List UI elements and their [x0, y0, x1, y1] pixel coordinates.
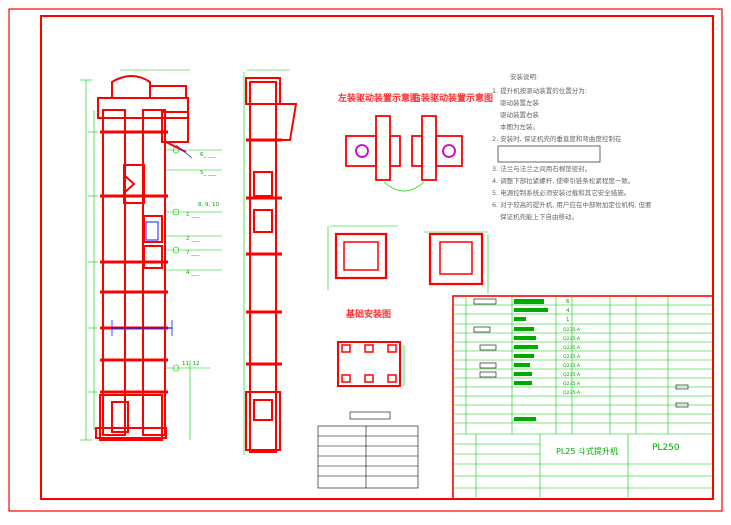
note-line-3: 驱动装置右装	[500, 110, 540, 119]
note-line-5: 2. 安装时, 保证机壳的垂直度和弯曲度控制在	[492, 134, 622, 143]
installation-notes: 安装说明: 1. 提升机按驱动装置的位置分为: 驱动装置左装 驱动装置右装 本图…	[492, 72, 652, 221]
svg-text:2 ___: 2 ___	[186, 236, 200, 242]
parts-qty-column: 6 4 1	[566, 299, 570, 323]
note-line-2: 驱动装置左装	[500, 98, 540, 107]
svg-text:Q235-A: Q235-A	[563, 372, 581, 378]
note-line-9: 6. 对于较高的提升机, 用户应在中部附加定位机构, 但要	[492, 200, 652, 209]
front-blue-details	[111, 144, 193, 336]
callout-hash-marks: 6_ ___ 5_ ___ 1 ___ 2 ___ 7 ___ 4 ___	[186, 152, 216, 276]
svg-text:Q235-A: Q235-A	[563, 345, 581, 351]
front-flanges	[100, 130, 168, 394]
front-view-dimensions	[80, 69, 222, 441]
tolerance-box	[497, 145, 601, 163]
svg-text:6_ ___: 6_ ___	[200, 152, 216, 158]
section-view-left	[327, 225, 398, 290]
svg-text:1 ___: 1 ___	[186, 212, 200, 218]
parts-material-column: Q235-A Q235-A Q235-A Q235-A Q235-A Q235-…	[563, 327, 581, 396]
note-line-4: 本图为左装。	[500, 122, 539, 131]
svg-text:Q235-A: Q235-A	[563, 381, 581, 387]
svg-text:Q235-A: Q235-A	[563, 354, 581, 360]
parts-list-entries	[514, 299, 548, 421]
elevator-side-view	[243, 69, 298, 455]
drawing-frame	[40, 15, 714, 500]
svg-text:6: 6	[566, 299, 570, 305]
svg-text:5_ ___: 5_ ___	[200, 170, 216, 176]
svg-text:7 ___: 7 ___	[186, 250, 200, 256]
drawing-code: PL250	[652, 443, 680, 453]
base-installation-diagram	[337, 341, 405, 387]
left-drive-view-title: 左装驱动装置示意图	[337, 92, 419, 104]
svg-text:Q235-A: Q235-A	[563, 390, 581, 396]
note-line-1: 1. 提升机按驱动装置的位置分为:	[492, 86, 587, 95]
svg-text:Q235-A: Q235-A	[563, 327, 581, 333]
right-drive-diagram	[411, 115, 463, 181]
legend-table	[317, 411, 419, 489]
section-view-right	[424, 231, 489, 294]
outer-border	[8, 8, 723, 512]
notes-heading: 安装说明:	[510, 72, 538, 81]
note-line-8: 5. 电源控制系统必须安装过载和其它安全措施。	[492, 188, 630, 197]
svg-text:Q235-A: Q235-A	[563, 363, 581, 369]
elevator-front-view: 8, 9, 10 11, 12 6_ ___ 5_ ___ 1 ___ 2 ___ …	[80, 69, 222, 441]
left-drive-diagram	[345, 115, 401, 181]
callout-11-12: 11, 12	[182, 361, 200, 367]
right-drive-view-title: 右装驱动装置示意图	[411, 92, 493, 104]
note-line-7: 4. 调整下部拉紧螺杆, 使牵引链条松紧程度一致。	[492, 176, 634, 185]
note-line-10: 保证机壳能上下自由移动。	[500, 212, 578, 221]
parts-list-table: 6 4 1 Q235-A Q235-A Q235-A Q235-A Q235-A…	[452, 295, 714, 500]
base-view-title: 基础安装图	[345, 308, 391, 320]
callout-8-9-10: 8, 9, 10	[198, 202, 219, 208]
svg-text:4 ___: 4 ___	[186, 270, 200, 276]
svg-text:1: 1	[566, 317, 570, 323]
front-casing	[95, 75, 189, 441]
drive-link-arc	[383, 181, 425, 192]
svg-text:Q235-A: Q235-A	[563, 336, 581, 342]
svg-text:4: 4	[566, 308, 570, 314]
note-line-6: 3. 法兰与法兰之间用石棉垫密封。	[492, 164, 591, 173]
drawing-name: PL25 斗式提升机	[556, 446, 618, 456]
